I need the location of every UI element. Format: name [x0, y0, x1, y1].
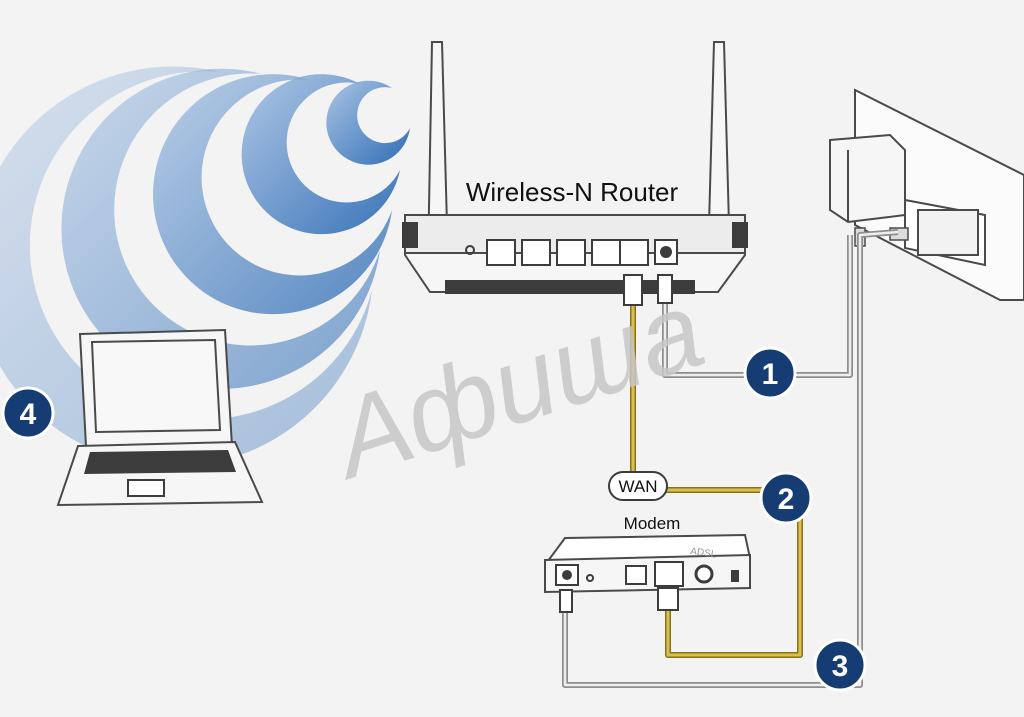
- router-lan-ports: [486, 239, 649, 266]
- svg-text:3: 3: [832, 650, 849, 683]
- wall-outlet: [829, 88, 1024, 301]
- badge-3: 3: [813, 638, 867, 692]
- svg-text:1: 1: [762, 358, 779, 391]
- router-device: [402, 41, 748, 306]
- modem-device: [543, 533, 752, 613]
- modem-label: Modem: [624, 514, 681, 533]
- laptop-device: [56, 328, 264, 507]
- modem-brand-label: ADSL: [690, 546, 718, 561]
- wifi-signal-icon: [0, 66, 410, 467]
- svg-text:2: 2: [778, 483, 795, 516]
- wan-tag: [608, 471, 668, 501]
- wan-label: WAN: [618, 477, 657, 496]
- router-label: Wireless-N Router: [466, 177, 679, 207]
- badge-4: 4: [1, 386, 55, 440]
- watermark: Афиша: [314, 267, 717, 503]
- badge-1: 1: [743, 346, 797, 400]
- badge-2: 2: [759, 471, 813, 525]
- svg-text:4: 4: [20, 398, 37, 431]
